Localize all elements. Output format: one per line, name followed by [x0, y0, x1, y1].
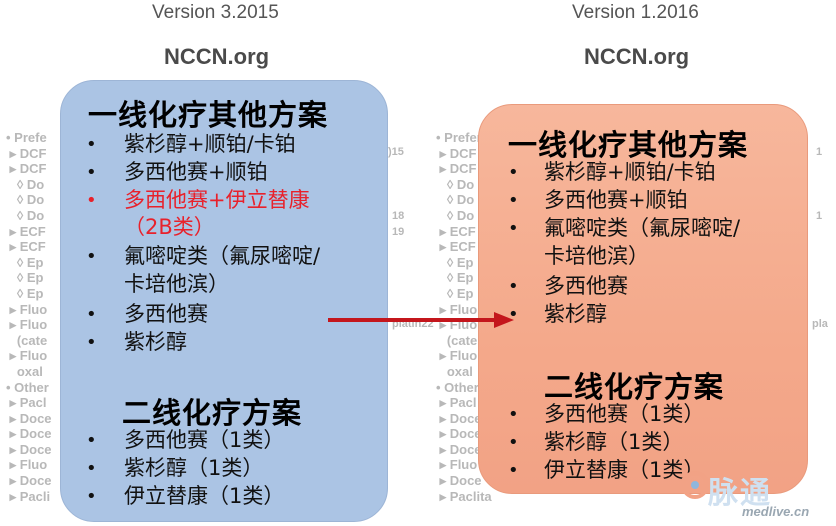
right-regimen-item: 多西他赛+顺铂	[544, 188, 688, 212]
medlive-logo-icon	[681, 471, 709, 499]
right-background-guideline-text: • Prefer ▸ DCF ▸ DCF ◊ Do ◊ Do ◊ Do ▸ EC…	[436, 130, 492, 504]
left-regimen-item: 多西他赛+顺铂	[124, 160, 268, 184]
right-regimen-item: 紫杉醇+顺铂/卡铂	[544, 160, 716, 184]
bullet: •	[508, 276, 519, 297]
right-regimen-item: 多西他赛	[544, 274, 628, 298]
bullet: •	[508, 304, 519, 325]
bullet: •	[86, 162, 97, 183]
bullet: •	[508, 218, 519, 239]
right-second-line-item: 伊立替康（1类）	[544, 458, 705, 482]
right-footnote-ref: 1	[816, 146, 823, 158]
right-site-label: NCCN.org	[584, 44, 690, 69]
left-second-line-item: 伊立替康（1类）	[124, 484, 285, 508]
left-regimen-item: 紫杉醇+顺铂/卡铂	[124, 132, 296, 156]
left-regimen-item-highlighted: （2B类）	[124, 215, 215, 239]
left-regimen-item: 卡培他滨）	[124, 272, 229, 296]
bullet: •	[508, 162, 519, 183]
left-second-line-item: 紫杉醇（1类）	[124, 456, 264, 480]
bullet: •	[508, 190, 519, 211]
bullet: •	[508, 460, 519, 481]
right-version-label: Version 1.2016	[572, 2, 699, 23]
right-regimen-panel	[478, 104, 808, 494]
transition-arrow-icon	[328, 312, 514, 328]
left-first-line-heading: 一线化疗其他方案	[88, 98, 329, 132]
bullet: •	[86, 190, 97, 211]
watermark-brand: 脉通	[708, 476, 772, 511]
bullet: •	[86, 304, 97, 325]
right-footnote-ref: pla	[812, 318, 828, 330]
bullet: •	[508, 432, 519, 453]
right-first-line-heading: 一线化疗其他方案	[508, 128, 749, 162]
right-regimen-item: 氟嘧啶类（氟尿嘧啶/	[544, 216, 741, 240]
left-footnote-ref: 19	[392, 226, 405, 238]
right-second-line-heading: 二线化疗方案	[544, 370, 725, 404]
bullet: •	[86, 458, 97, 479]
right-regimen-item: 卡培他滨）	[544, 244, 649, 268]
bullet: •	[86, 246, 97, 267]
watermark-site: medlive.cn	[742, 504, 810, 519]
left-background-guideline-text: • Prefe ▸ DCF ▸ DCF ◊ Do ◊ Do ◊ Do ▸ ECF…	[6, 130, 52, 504]
left-footnote-ref: 18	[392, 210, 405, 222]
left-regimen-item-highlighted: 多西他赛+伊立替康	[124, 188, 310, 212]
left-regimen-item: 多西他赛	[124, 302, 208, 326]
left-regimen-item: 紫杉醇	[124, 330, 187, 354]
right-second-line-item: 紫杉醇（1类）	[544, 430, 684, 454]
left-second-line-heading: 二线化疗方案	[122, 396, 303, 430]
left-regimen-item: 氟嘧啶类（氟尿嘧啶/	[124, 244, 321, 268]
bullet: •	[508, 404, 519, 425]
bullet: •	[86, 430, 97, 451]
bullet: •	[86, 332, 97, 353]
left-regimen-panel	[60, 80, 388, 522]
right-regimen-item: 紫杉醇	[544, 302, 607, 326]
left-footnote-ref: )15	[388, 146, 404, 158]
bullet: •	[86, 134, 97, 155]
bullet: •	[86, 486, 97, 507]
right-second-line-item: 多西他赛（1类）	[544, 402, 705, 426]
right-footnote-ref: 1	[816, 210, 823, 222]
left-version-label: Version 3.2015	[152, 2, 279, 23]
left-second-line-item: 多西他赛（1类）	[124, 428, 285, 452]
left-site-label: NCCN.org	[164, 44, 270, 69]
